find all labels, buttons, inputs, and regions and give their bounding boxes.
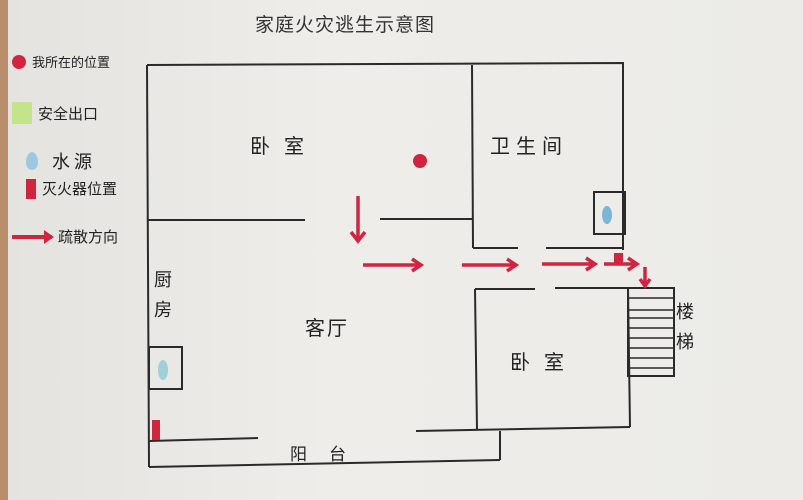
water-drop-icon (158, 360, 168, 380)
fire-extinguisher-icon (26, 178, 36, 199)
room-bedroom-2: 卧室 (510, 350, 578, 374)
legend-position: 我所在的位置 (12, 52, 110, 71)
fire-extinguisher-icon (614, 253, 623, 263)
water-drop-icon (26, 152, 38, 170)
legend-extinguisher: 灭火器位置 (12, 178, 117, 199)
water-drop-icon (602, 206, 612, 224)
room-kitchen: 厨房 (154, 270, 172, 321)
legend-evacuation: 疏散方向 (12, 226, 118, 247)
evacuation-arrows (349, 196, 652, 290)
exit-icon (12, 102, 32, 124)
fire-extinguisher-icon (152, 420, 160, 440)
paper-edge (0, 0, 8, 500)
red-dot-icon (12, 54, 26, 69)
current-position-marker (413, 154, 427, 168)
arrow-icon (12, 229, 54, 244)
stairs-label: 楼梯 (676, 302, 694, 353)
diagram-title: 家庭火灾逃生示意图 (255, 14, 436, 36)
legend-exit: 安全出口 (12, 102, 98, 124)
paper (8, 0, 803, 500)
room-bedroom-1: 卧室 (250, 134, 318, 158)
room-bathroom: 卫生间 (490, 134, 568, 158)
room-living: 客厅 (305, 316, 349, 340)
legend-water: 水源 (12, 148, 96, 174)
room-balcony: 阳台 (290, 445, 368, 465)
